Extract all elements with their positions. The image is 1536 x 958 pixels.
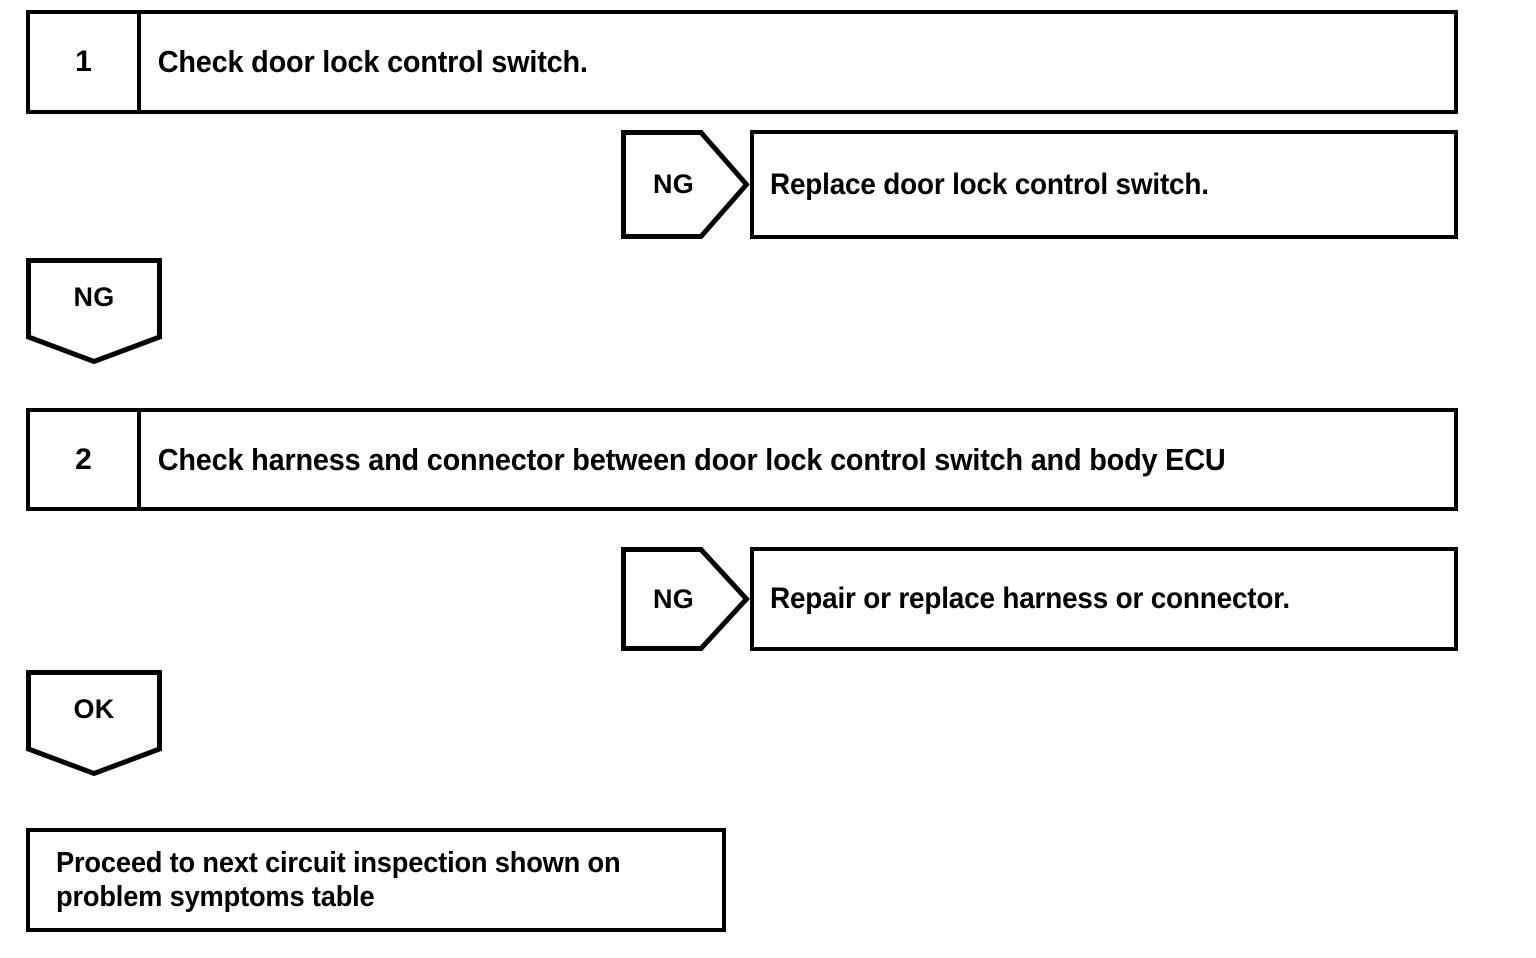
- step-text-2: Check harness and connector between door…: [157, 441, 1226, 477]
- arrow-down-shape: [26, 258, 162, 365]
- ok-arrow-down-step-2: OK: [26, 670, 162, 777]
- result-box-replace-switch[interactable]: Replace door lock control switch.: [750, 130, 1458, 239]
- terminal-box-proceed[interactable]: Proceed to next circuit inspection shown…: [26, 828, 726, 932]
- arrow-right-shape: [621, 130, 750, 239]
- result-text-replace-switch: Replace door lock control switch.: [770, 167, 1209, 201]
- result-text-repair-harness: Repair or replace harness or connector.: [770, 582, 1290, 615]
- arrow-down-shape: [26, 670, 162, 777]
- terminal-text-line-2: problem symptoms table: [56, 881, 375, 914]
- ng-arrow-down-step-1: NG: [26, 258, 162, 365]
- result-box-repair-harness[interactable]: Repair or replace harness or connector.: [750, 547, 1458, 651]
- ng-arrow-right-step-1: NG: [621, 130, 750, 239]
- arrow-right-shape: [621, 547, 750, 651]
- step-box-2[interactable]: 2 Check harness and connector between do…: [26, 408, 1458, 511]
- step-box-1[interactable]: 1 Check door lock control switch.: [26, 10, 1458, 114]
- step-text-1: Check door lock control switch.: [157, 44, 588, 79]
- step-number-2: 2: [30, 412, 141, 507]
- terminal-text-line-1: Proceed to next circuit inspection shown…: [56, 847, 621, 879]
- ng-arrow-right-step-2: NG: [621, 547, 750, 651]
- step-number-1: 1: [30, 14, 141, 110]
